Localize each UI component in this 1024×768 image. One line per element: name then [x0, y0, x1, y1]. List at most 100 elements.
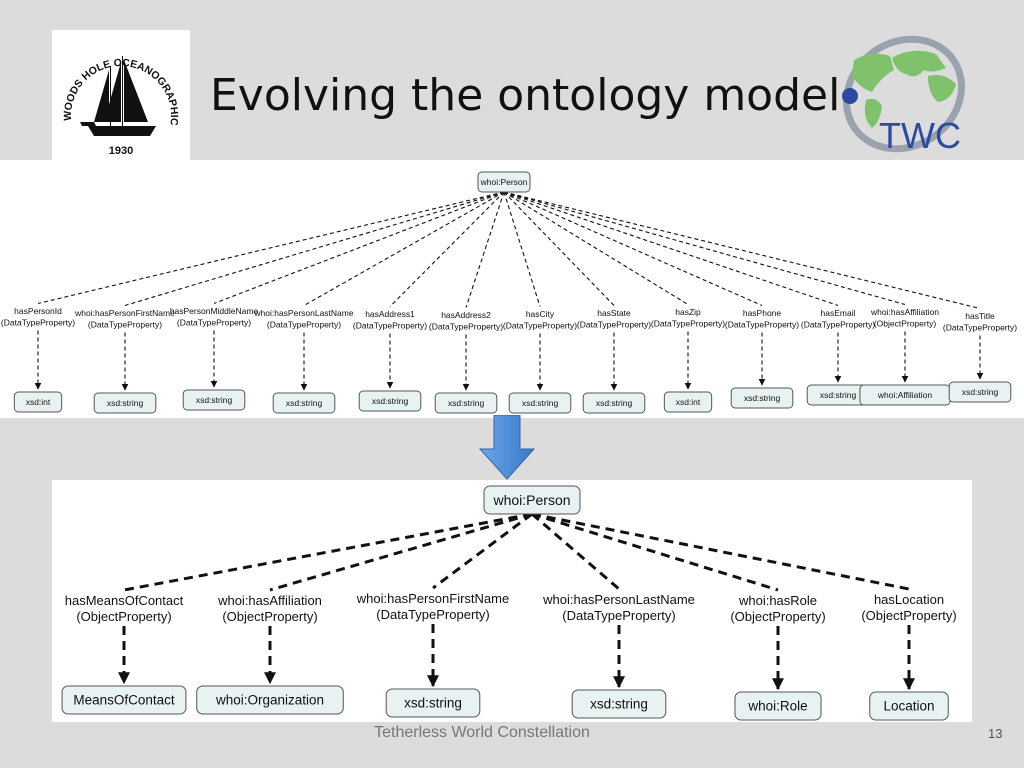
range-node [434, 392, 498, 414]
range-node [571, 689, 667, 719]
slide-title: Evolving the ontology model [210, 70, 841, 121]
range-node [272, 392, 336, 414]
property-edge [531, 512, 620, 591]
property-kind: (DataTypeProperty) [177, 318, 251, 328]
footer-text: Tetherless World Constellation [374, 724, 590, 741]
property-edge [303, 191, 505, 306]
whoi-logo: WOODS HOLE OCEANOGRAPHIC INSTITUTION 193… [48, 21, 190, 160]
range-label: xsd:string [744, 393, 781, 403]
range-node [61, 685, 187, 715]
property-edge [503, 191, 541, 307]
property-name: whoi:hasPersonLastName [542, 592, 695, 607]
property-kind: (DataTypeProperty) [577, 320, 651, 330]
range-node [182, 389, 246, 411]
property-name: whoi:hasPersonLastName [253, 308, 353, 318]
property-edge [531, 512, 779, 592]
range-label: whoi:Organization [215, 693, 324, 708]
range-label: xsd:string [590, 697, 648, 712]
twc-logo-text: TWC [879, 115, 961, 156]
range-label: MeansOfContact [73, 693, 175, 708]
property-name: hasEmail [821, 308, 856, 318]
ship-icon [80, 56, 156, 136]
property-kind: (DataTypeProperty) [88, 320, 162, 330]
range-label: xsd:string [448, 398, 485, 408]
root-node-label: whoi:Person [492, 492, 570, 508]
property-edge [37, 191, 505, 305]
property-kind: (DataTypeProperty) [943, 323, 1017, 333]
range-label: xsd:string [962, 387, 999, 397]
property-kind: (DataTypeProperty) [725, 320, 799, 330]
range-node [869, 691, 949, 721]
range-label: xsd:string [372, 396, 409, 406]
range-label: xsd:int [26, 397, 51, 407]
property-edge [124, 191, 505, 307]
property-edge [465, 191, 505, 308]
property-kind: (DataTypeProperty) [503, 321, 577, 331]
range-label: xsd:string [522, 398, 559, 408]
property-name: hasPersonId [14, 306, 62, 316]
root-node [483, 485, 581, 515]
property-name: hasPersonMiddleName [170, 306, 259, 316]
range-label: xsd:string [404, 696, 462, 711]
property-kind: (ObjectProperty) [874, 319, 937, 329]
property-kind: (DataTypeProperty) [651, 319, 725, 329]
transition-arrow-icon [478, 414, 536, 481]
old-model-diagram: whoi:Person hasPersonId (DataTypeProperty)… [0, 160, 1024, 418]
property-name: hasAddress2 [441, 310, 491, 320]
property-edge [531, 512, 910, 591]
property-edge [503, 191, 981, 310]
property-name: hasAddress1 [365, 309, 415, 319]
range-label: xsd:string [596, 398, 633, 408]
property-kind: (ObjectProperty) [861, 608, 956, 623]
property-edge [503, 191, 615, 306]
range-node [196, 685, 344, 715]
property-edge [213, 191, 505, 305]
property-kind: (DataTypeProperty) [429, 322, 503, 332]
range-node [582, 392, 646, 414]
range-node [385, 688, 481, 718]
range-label: xsd:string [196, 395, 233, 405]
property-name: whoi:hasPersonFirstName [74, 308, 175, 318]
property-name: hasCity [526, 309, 555, 319]
property-name: hasLocation [874, 592, 944, 607]
twc-logo: TWC [832, 30, 980, 158]
property-name: whoi:hasAffiliation [217, 593, 322, 608]
range-label: xsd:string [286, 398, 323, 408]
property-kind: (ObjectProperty) [730, 609, 825, 624]
property-kind: (DataTypeProperty) [801, 320, 875, 330]
property-name: hasTitle [965, 311, 995, 321]
property-kind: (ObjectProperty) [76, 609, 171, 624]
property-kind: (DataTypeProperty) [562, 608, 675, 623]
property-edge [503, 191, 689, 305]
range-node [358, 390, 422, 412]
globe-icon [842, 35, 965, 153]
range-node [948, 381, 1012, 403]
property-kind: (DataTypeProperty) [267, 320, 341, 330]
range-label: xsd:int [676, 397, 701, 407]
property-name: whoi:hasPersonFirstName [356, 591, 509, 606]
range-label: whoi:Affiliation [877, 390, 932, 400]
property-name: whoi:hasRole [738, 593, 817, 608]
range-node [508, 392, 572, 414]
property-edge [389, 191, 505, 307]
whoi-logo-year: 1930 [109, 145, 133, 157]
page-number: 13 [988, 726, 1003, 741]
property-kind: (ObjectProperty) [222, 609, 317, 624]
property-kind: (DataTypeProperty) [376, 607, 489, 622]
property-kind: (DataTypeProperty) [353, 321, 427, 331]
range-node [663, 391, 713, 413]
range-node [13, 391, 63, 413]
property-kind: (DataTypeProperty) [1, 318, 75, 328]
property-edge [432, 512, 533, 590]
property-name: whoi:hasAffiliation [870, 307, 939, 317]
range-label: xsd:string [107, 398, 144, 408]
range-node [93, 392, 157, 414]
root-node [477, 171, 531, 193]
property-edge [503, 191, 763, 307]
range-label: xsd:string [820, 390, 857, 400]
property-name: hasState [597, 308, 631, 318]
property-name: hasPhone [743, 308, 782, 318]
range-label: whoi:Role [747, 699, 807, 714]
root-node-label: whoi:Person [480, 177, 528, 187]
